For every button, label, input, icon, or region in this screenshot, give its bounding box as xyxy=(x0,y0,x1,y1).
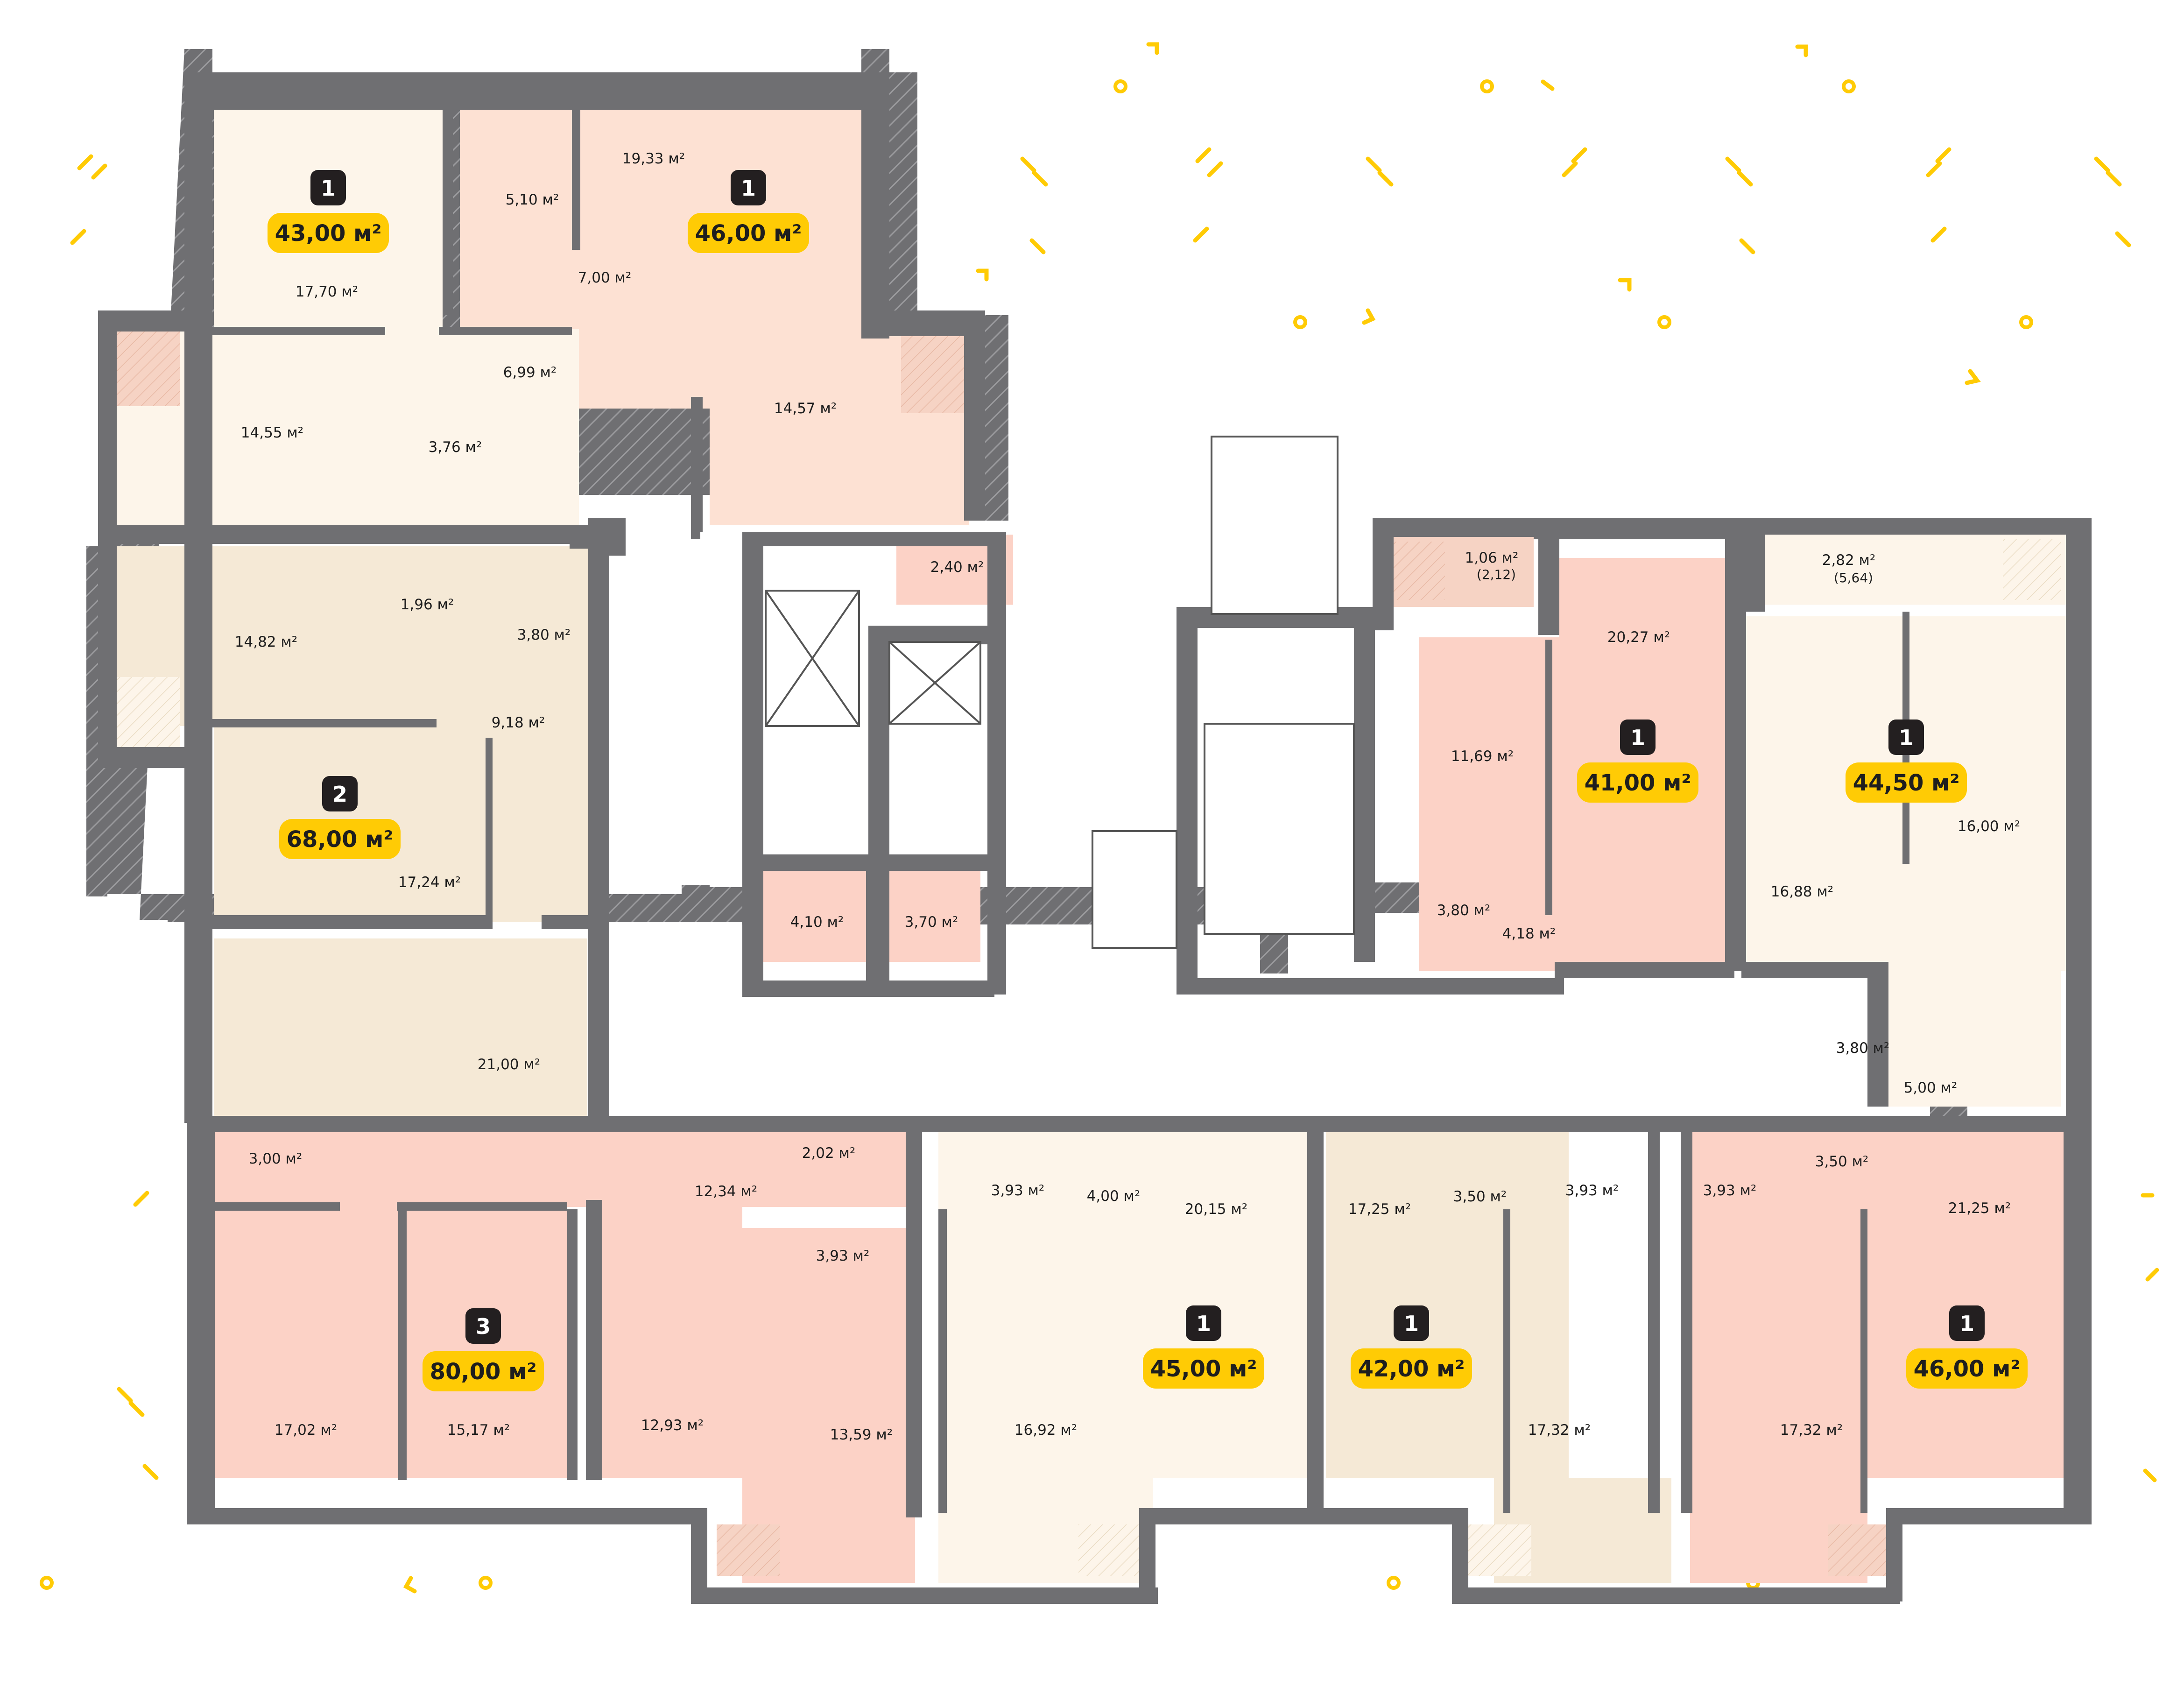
room-area: 14,55 м² xyxy=(241,424,303,441)
rooms-count: 1 xyxy=(1959,1311,1974,1336)
unit-badge[interactable]: 1 44,50 м² xyxy=(1846,720,1967,803)
rooms-count: 1 xyxy=(1630,725,1645,750)
room-area: 3,80 м² xyxy=(1836,1040,1890,1057)
room-area: 21,25 м² xyxy=(1948,1200,2011,1217)
room-area: 1,06 м² xyxy=(1465,550,1519,566)
room-area: 16,00 м² xyxy=(1958,818,2020,835)
stairs xyxy=(1092,436,1355,949)
room-area: 17,02 м² xyxy=(275,1422,337,1439)
room-area: 2,02 м² xyxy=(802,1145,856,1162)
unit-badge[interactable]: 1 45,00 м² xyxy=(1143,1305,1264,1389)
rooms-count: 1 xyxy=(1196,1311,1211,1336)
rooms-count: 1 xyxy=(1404,1311,1419,1336)
room-area: 17,32 м² xyxy=(1528,1422,1591,1439)
room-area: 2,40 м² xyxy=(930,559,984,576)
room-area: 16,88 м² xyxy=(1771,883,1833,900)
room-area: 19,33 м² xyxy=(622,150,685,167)
rooms-count: 1 xyxy=(741,176,756,201)
room-area: 20,15 м² xyxy=(1185,1201,1247,1218)
apartment-badges: 1 43,00 м² 1 46,00 м² 2 68,00 м² 1 41,00… xyxy=(268,170,2028,1391)
room-area: 3,80 м² xyxy=(1437,902,1491,919)
room-area: 9,18 м² xyxy=(492,714,545,731)
room-area: 17,70 м² xyxy=(296,283,358,300)
room-area: 14,57 м² xyxy=(774,400,837,417)
room-area: 3,76 м² xyxy=(429,439,482,456)
total-area: 80,00 м² xyxy=(430,1359,537,1385)
total-area: 43,00 м² xyxy=(275,220,382,247)
room-area: 7,00 м² xyxy=(578,269,632,286)
room-area: 6,99 м² xyxy=(503,364,557,381)
room-area: 3,50 м² xyxy=(1815,1153,1869,1170)
room-area-labels: 5,10 м² 19,33 м² 17,70 м² 7,00 м² 6,99 м… xyxy=(235,150,2020,1443)
room-area: 3,93 м² xyxy=(1565,1182,1619,1199)
total-area: 46,00 м² xyxy=(695,220,802,247)
room-area: 5,00 м² xyxy=(1904,1079,1958,1096)
total-area: 45,00 м² xyxy=(1150,1356,1257,1382)
room-area: 14,82 м² xyxy=(235,634,297,650)
decorative-dashes xyxy=(70,42,2159,1594)
room-area: 20,27 м² xyxy=(1607,629,1670,646)
room-area: 17,24 м² xyxy=(398,874,461,891)
room-area: 5,10 м² xyxy=(506,191,559,208)
rooms-count: 1 xyxy=(1899,725,1914,750)
room-area: 4,18 м² xyxy=(1502,925,1556,942)
room-area-sub: (5,64) xyxy=(1834,570,1873,585)
room-area: 21,00 м² xyxy=(478,1056,540,1073)
room-area: 4,10 м² xyxy=(790,914,844,931)
room-area: 11,69 м² xyxy=(1451,748,1514,765)
room-area: 3,70 м² xyxy=(905,914,958,931)
room-area: 12,34 м² xyxy=(695,1183,757,1200)
room-area: 15,17 м² xyxy=(447,1422,510,1439)
room-area: 3,93 м² xyxy=(1703,1182,1757,1199)
rooms-count: 2 xyxy=(332,782,347,807)
room-area: 1,96 м² xyxy=(401,596,454,613)
unit-badge[interactable]: 1 43,00 м² xyxy=(268,170,389,253)
unit-badge[interactable]: 1 42,00 м² xyxy=(1351,1305,1472,1389)
total-area: 68,00 м² xyxy=(287,826,394,853)
room-area: 17,32 м² xyxy=(1780,1422,1843,1439)
total-area: 46,00 м² xyxy=(1914,1356,2021,1382)
unit-badge[interactable]: 1 46,00 м² xyxy=(688,170,809,253)
room-area: 3,93 м² xyxy=(816,1248,870,1264)
total-area: 42,00 м² xyxy=(1358,1356,1465,1382)
rooms-count: 3 xyxy=(476,1314,491,1339)
room-area: 16,92 м² xyxy=(1015,1422,1077,1439)
room-area: 3,00 м² xyxy=(249,1150,303,1167)
room-area: 3,50 м² xyxy=(1453,1188,1507,1205)
room-area: 13,59 м² xyxy=(830,1426,893,1443)
room-area: 4,00 м² xyxy=(1087,1188,1141,1205)
elevators xyxy=(765,590,981,727)
unit-badge[interactable]: 1 41,00 м² xyxy=(1577,720,1698,803)
total-area: 44,50 м² xyxy=(1853,770,1960,796)
apartment-zones xyxy=(112,110,2066,1583)
unit-badge[interactable]: 2 68,00 м² xyxy=(279,776,401,859)
room-area: 17,25 м² xyxy=(1348,1201,1411,1218)
room-area: 12,93 м² xyxy=(641,1417,704,1434)
rooms-count: 1 xyxy=(321,176,336,201)
room-area-sub: (2,12) xyxy=(1477,567,1516,582)
room-area: 3,93 м² xyxy=(991,1182,1045,1199)
room-area: 3,80 м² xyxy=(517,627,571,643)
room-area: 2,82 м² xyxy=(1822,552,1876,569)
total-area: 41,00 м² xyxy=(1585,770,1691,796)
unit-badge[interactable]: 3 80,00 м² xyxy=(423,1308,544,1391)
unit-badge[interactable]: 1 46,00 м² xyxy=(1906,1305,2028,1389)
